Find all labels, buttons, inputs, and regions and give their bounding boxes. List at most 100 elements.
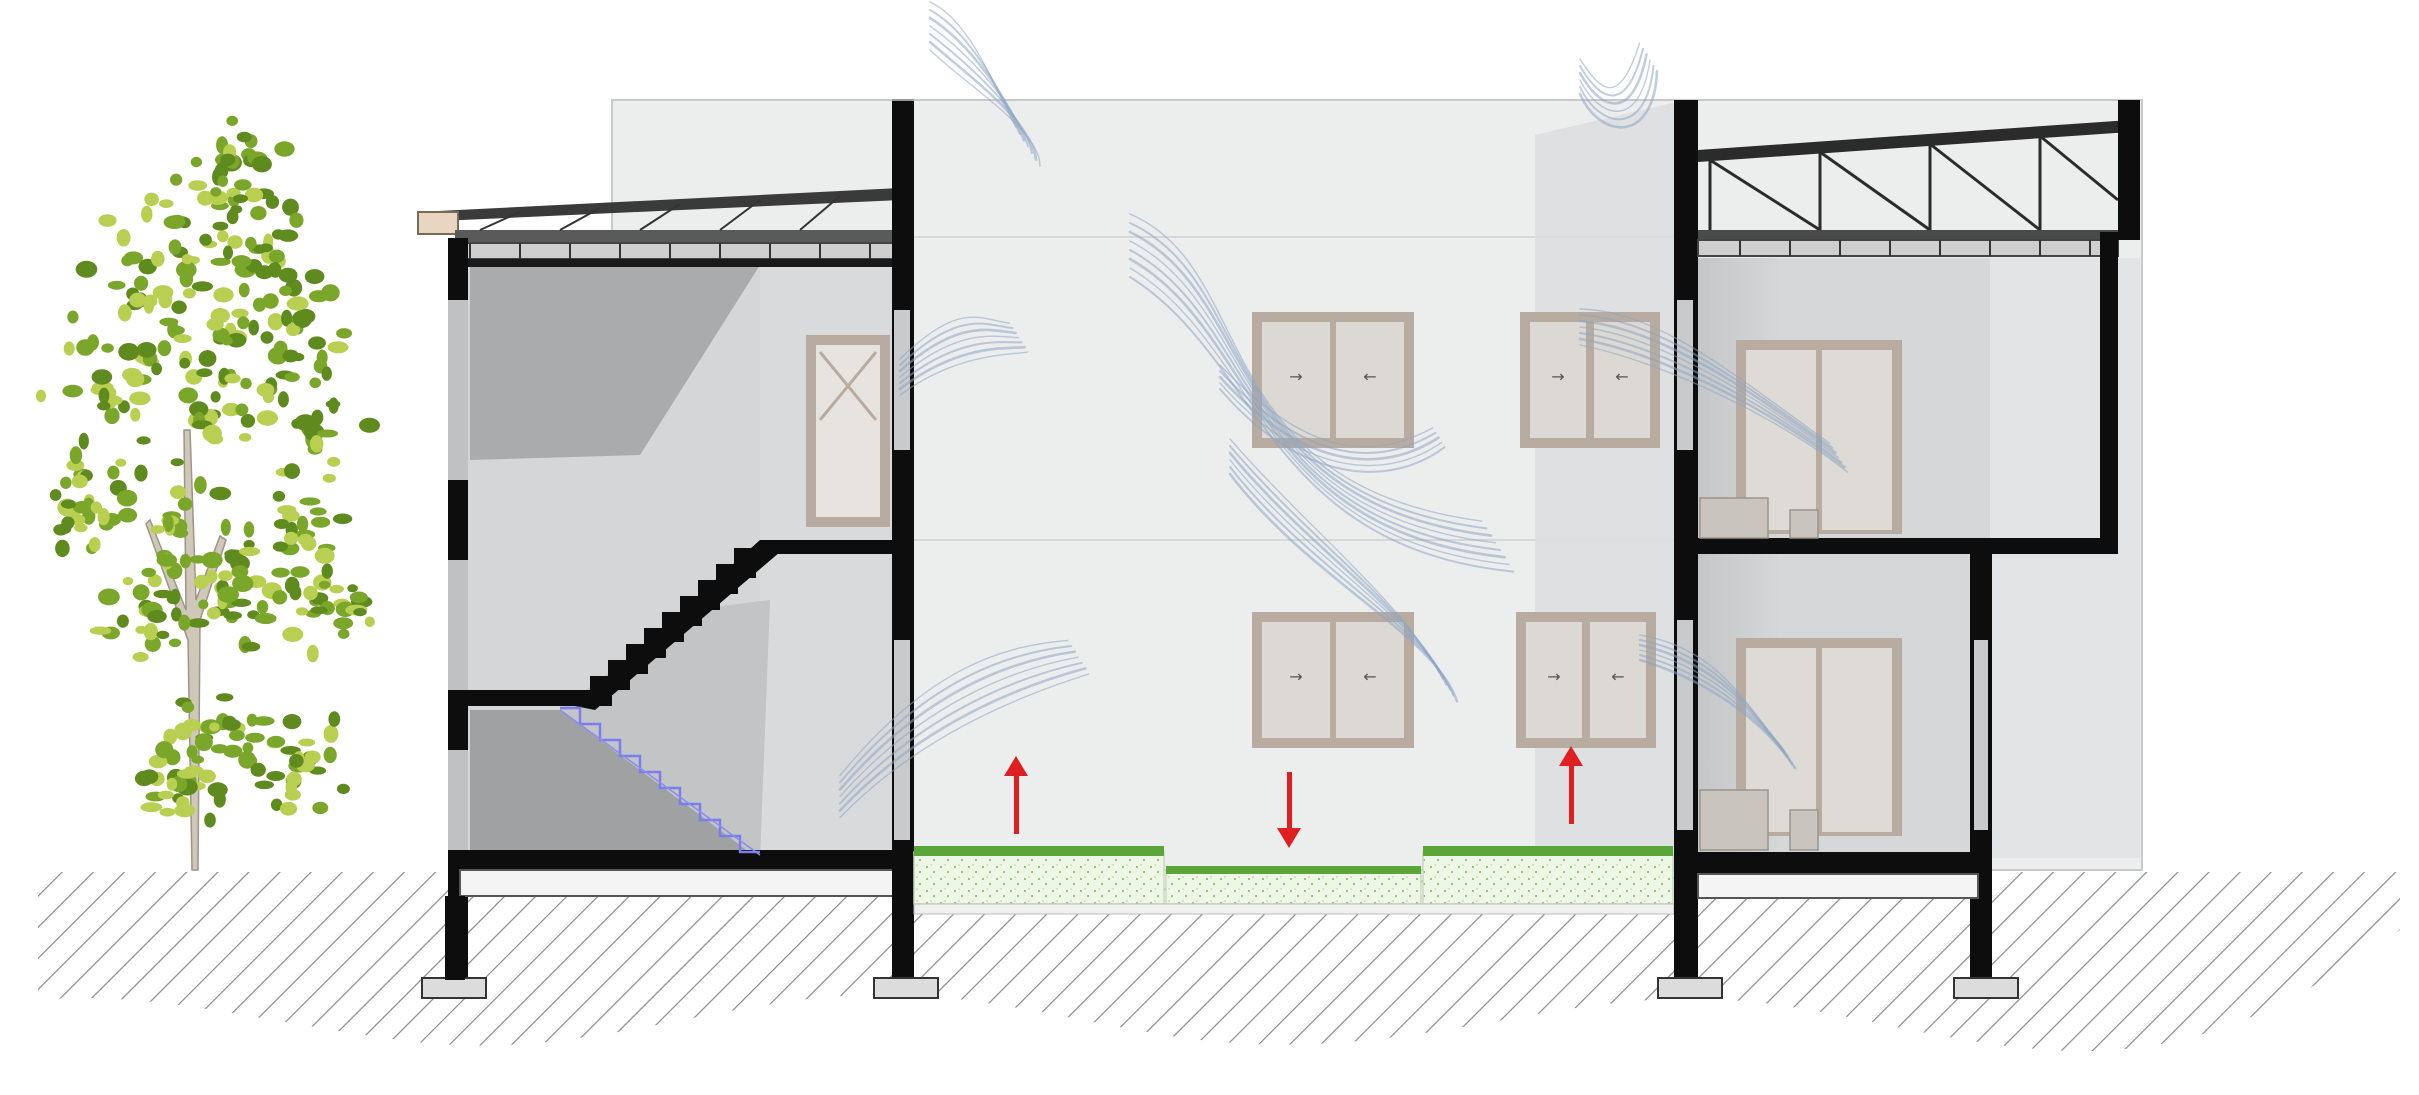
tree-leaf — [159, 199, 174, 209]
tree-leaf — [232, 575, 254, 592]
tree-leaf — [236, 131, 252, 143]
tree-leaf — [177, 497, 193, 511]
ground-hatch — [38, 872, 2400, 1052]
airflow-stroke — [1228, 472, 1459, 703]
tree-leaf — [116, 614, 129, 628]
airflow-stroke — [929, 33, 1033, 155]
airflow-stroke — [839, 661, 1083, 805]
stair-flight-lower — [560, 706, 760, 854]
airflow-stroke — [1579, 42, 1641, 89]
tree-leaf — [194, 733, 213, 752]
airflow-stroke — [1219, 388, 1446, 473]
tree-leaf — [252, 716, 275, 726]
tree-leaf — [179, 357, 191, 369]
tree-leaf — [323, 746, 337, 764]
tree-leaf — [69, 446, 83, 465]
tree-leaf — [140, 802, 163, 813]
tree-leaf — [217, 230, 229, 243]
tree-leaf — [171, 300, 187, 314]
tree-leaf — [238, 282, 250, 298]
tree-leaf — [309, 507, 327, 516]
tree-leaf — [168, 239, 182, 255]
tree-leaf — [304, 269, 325, 285]
tree-leaf — [224, 549, 240, 564]
tree-leaf — [220, 518, 231, 536]
tree-leaf — [198, 350, 217, 367]
tree-leaf — [289, 754, 304, 768]
stair-treads — [590, 548, 756, 706]
tree-leaf — [169, 325, 185, 335]
airflow-stroke — [1579, 314, 1834, 449]
tree-leaf — [132, 584, 150, 601]
airflow-stroke — [1579, 59, 1651, 112]
tree-leaf — [199, 233, 212, 246]
airflow-stroke — [898, 328, 1017, 373]
left-wing-shadow-lower — [470, 710, 760, 860]
tree-leaf — [226, 332, 247, 348]
tree-leaf — [321, 563, 333, 579]
tree-leaf — [254, 613, 277, 624]
airflow-stroke — [839, 639, 1069, 777]
tree-leaf — [168, 638, 182, 648]
courtyard-window-lower-right: → ← — [1516, 612, 1656, 748]
tree-leaf — [235, 403, 249, 417]
ground — [38, 872, 2400, 1052]
tree-leaf — [227, 235, 243, 249]
airflow-stroke — [1129, 276, 1515, 573]
airflow-stroke — [1218, 375, 1440, 461]
tree-leaf — [183, 718, 201, 732]
tree-icon — [35, 115, 380, 871]
tree-leaf — [271, 567, 290, 578]
tree-leaf — [136, 342, 157, 358]
tree-leaf — [166, 777, 178, 791]
airflow-stroke — [1579, 326, 1840, 459]
tree-leaf — [169, 214, 185, 225]
tree-leaf — [98, 588, 120, 606]
svg-text:←: ← — [1615, 367, 1628, 386]
left-wing-structure — [421, 238, 901, 999]
tree-leaf — [181, 254, 193, 265]
tree-leaf — [308, 336, 326, 350]
courtyard-shadow — [1535, 100, 1685, 870]
tree-leaf — [283, 531, 299, 545]
tree-leaf — [250, 762, 266, 777]
tree-leaf — [206, 318, 224, 331]
tree-leaf — [143, 294, 158, 308]
tree-leaf — [293, 313, 308, 327]
tree-leaf — [198, 769, 216, 784]
tree-leaf — [284, 372, 300, 382]
tree-leaf — [126, 371, 145, 388]
tree-leaf — [157, 790, 174, 800]
tree-leaf — [209, 486, 232, 501]
tree-leaf — [267, 313, 284, 331]
tree-leaf — [243, 539, 255, 549]
tree-leaf — [237, 316, 250, 330]
svg-text:→: → — [1547, 667, 1560, 686]
tree-leaf — [88, 537, 101, 553]
airflow-stroke — [898, 345, 1026, 391]
tree-leaf — [118, 400, 130, 414]
tree-leaf — [132, 652, 149, 662]
airflow-stroke — [838, 667, 1087, 812]
tree-leaf — [71, 474, 88, 489]
tree-leaf — [327, 456, 341, 467]
tree-leaf — [231, 565, 249, 579]
tree-leaf — [49, 489, 62, 501]
tree-leaf — [248, 319, 259, 336]
tree-leaf — [321, 366, 332, 381]
tree-leaf — [332, 513, 353, 525]
tree-leaf — [194, 574, 209, 590]
tree-leaf — [121, 254, 134, 267]
tree-leaf — [294, 414, 317, 431]
tree-leaf — [159, 807, 176, 817]
tree-leaf — [91, 369, 113, 385]
tree-leaf — [202, 424, 222, 443]
airflow-stroke — [1128, 257, 1506, 559]
left-wing — [460, 265, 900, 860]
airflow-stroke — [1578, 319, 1837, 455]
tree-leaf — [91, 381, 114, 394]
tree-leaf — [329, 584, 344, 594]
airflow-stroke — [929, 49, 1041, 167]
tree-leaf — [155, 741, 174, 759]
tree-leaf — [210, 187, 222, 197]
